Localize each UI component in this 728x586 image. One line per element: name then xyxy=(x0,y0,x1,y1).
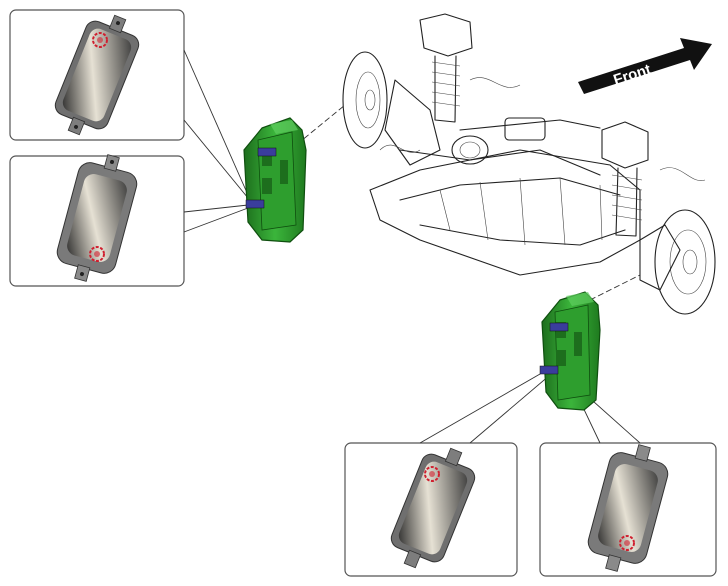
brake-caliper-right xyxy=(539,291,601,411)
brake-pad-mid-left xyxy=(56,154,138,282)
caliper-bolt-right-upper xyxy=(549,322,569,332)
caliper-bolt-right-lower xyxy=(539,365,559,375)
front-suspension-assembly xyxy=(342,13,716,315)
caliper-bolt-left-lower xyxy=(245,199,265,209)
wear-indicator-bottom-center xyxy=(424,466,440,482)
brake-pad-bottom-center xyxy=(390,447,476,569)
front-direction-label: Front xyxy=(611,61,653,89)
wear-indicator-bottom-right xyxy=(619,535,635,551)
wear-indicator-top-left xyxy=(92,32,108,48)
brake-caliper-left xyxy=(243,117,307,243)
caliper-bolt-left-upper xyxy=(257,147,277,157)
brake-pad-top-left xyxy=(54,14,140,136)
brake-pad-bottom-right xyxy=(587,444,669,572)
front-direction-arrow: Front xyxy=(578,38,712,94)
wear-indicator-mid-left xyxy=(89,246,105,262)
